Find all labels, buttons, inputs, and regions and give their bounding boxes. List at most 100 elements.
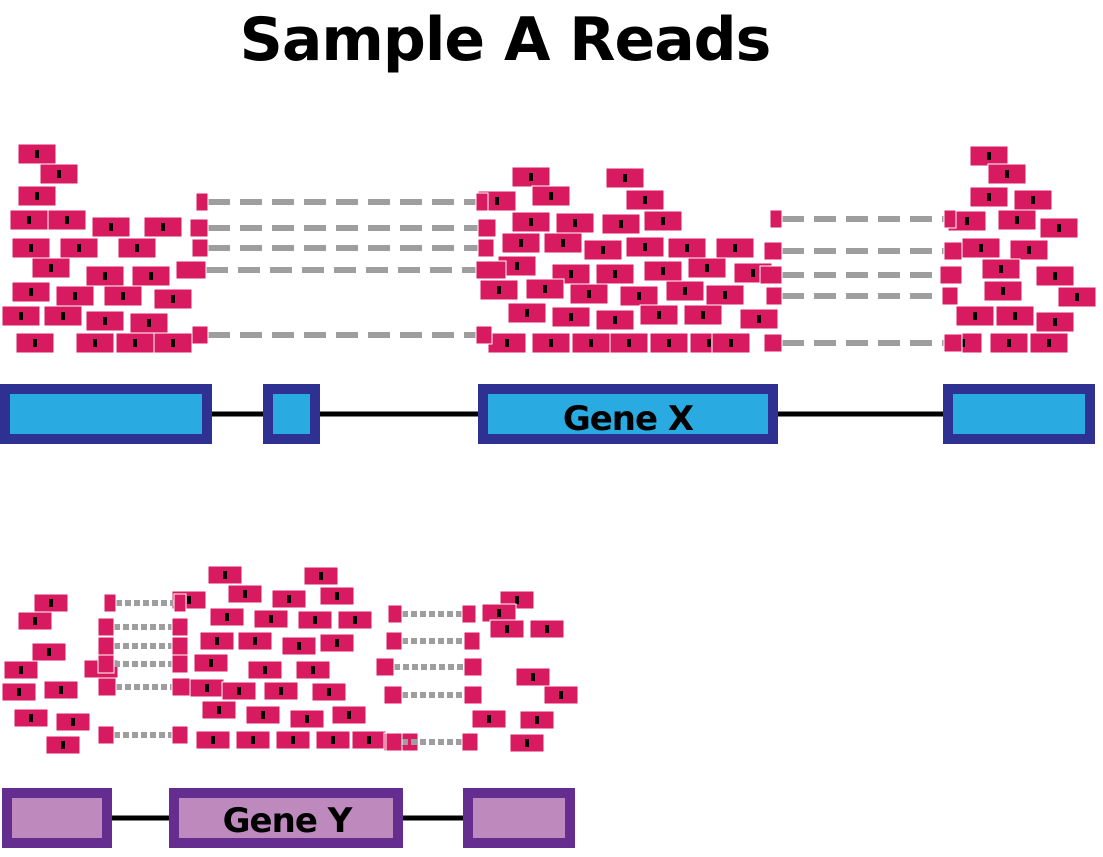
read [171, 654, 189, 674]
read-mark [149, 272, 153, 280]
read-mark [525, 309, 529, 317]
read-mark [109, 223, 113, 231]
read [375, 657, 395, 677]
read [765, 286, 783, 306]
read-mark [311, 666, 315, 674]
read [387, 604, 403, 624]
read-mark [77, 244, 81, 252]
read-mark [33, 339, 37, 347]
read-mark [209, 659, 213, 667]
read [171, 725, 189, 745]
read-mark [619, 220, 623, 228]
read-mark [587, 290, 591, 298]
read-mark [171, 339, 175, 347]
read-mark [335, 639, 339, 647]
read [385, 631, 403, 651]
read-mark [103, 317, 107, 325]
read-mark [1005, 170, 1009, 178]
read-mark [531, 673, 535, 681]
read-mark [103, 272, 107, 280]
read-mark [987, 193, 991, 201]
read [173, 593, 187, 613]
read-mark [495, 197, 499, 205]
read-mark [549, 339, 553, 347]
read-mark [1001, 287, 1005, 295]
read-mark [643, 243, 647, 251]
read-mark [573, 219, 577, 227]
read-mark [35, 192, 39, 200]
read-mark [305, 715, 309, 723]
read-mark [61, 741, 65, 749]
page-title: Sample A Reads [239, 5, 772, 75]
read-mark [253, 637, 257, 645]
read-mark [27, 216, 31, 224]
read [97, 617, 115, 637]
read [175, 260, 207, 280]
read [943, 241, 963, 261]
read-mark [61, 312, 65, 320]
read-mark [135, 244, 139, 252]
read-mark [29, 714, 33, 722]
read [759, 265, 783, 285]
read-mark [313, 616, 317, 624]
gene-x-exon-4 [943, 384, 1095, 444]
read-mark [29, 288, 33, 296]
read [769, 209, 783, 229]
read-mark [225, 613, 229, 621]
read-mark [19, 666, 23, 674]
read-mark [133, 339, 137, 347]
read [943, 333, 963, 353]
read [461, 604, 477, 624]
read-mark [683, 287, 687, 295]
read-mark [251, 736, 255, 744]
read-mark [487, 715, 491, 723]
read-mark [569, 313, 573, 321]
read-mark [187, 596, 191, 604]
read-mark [965, 217, 969, 225]
read-mark [73, 292, 77, 300]
reads-layer [1, 143, 1097, 755]
read-mark [1015, 216, 1019, 224]
read-mark [987, 152, 991, 160]
read-mark [613, 270, 617, 278]
read-mark [613, 316, 617, 324]
read-mark [661, 217, 665, 225]
read-mark [291, 736, 295, 744]
read [763, 241, 783, 261]
gene-y-exon-2 [169, 788, 403, 848]
read-mark [279, 687, 283, 695]
read-mark [525, 739, 529, 747]
read-mark [223, 571, 227, 579]
gene-x-track: Gene X [0, 384, 1095, 444]
gene-y-exon-3 [463, 788, 575, 848]
read-mark [319, 572, 323, 580]
read-mark [49, 599, 53, 607]
read [943, 209, 957, 229]
read-mark [1057, 224, 1061, 232]
read-mark [205, 684, 209, 692]
read-mark [685, 244, 689, 252]
read-mark [327, 688, 331, 696]
read-mark [757, 315, 761, 323]
read-mark [261, 711, 265, 719]
gene-y-track: Gene Y [2, 788, 575, 848]
read-mark [269, 615, 273, 623]
gene-x-exon-1 [0, 384, 212, 444]
gene-y-exons [2, 788, 575, 848]
read [385, 732, 403, 752]
read-mark [29, 244, 33, 252]
read-mark [601, 246, 605, 254]
read-mark [1047, 339, 1051, 347]
read-mark [729, 339, 733, 347]
gene-x-exons [0, 384, 1095, 444]
read [939, 265, 963, 285]
read-mark [1053, 272, 1057, 280]
read [383, 685, 403, 705]
read-mark [215, 637, 219, 645]
read-mark [297, 642, 301, 650]
gene-x-exon-3 [478, 384, 778, 444]
read-mark [705, 264, 709, 272]
read [475, 192, 489, 212]
read-mark [1007, 339, 1011, 347]
